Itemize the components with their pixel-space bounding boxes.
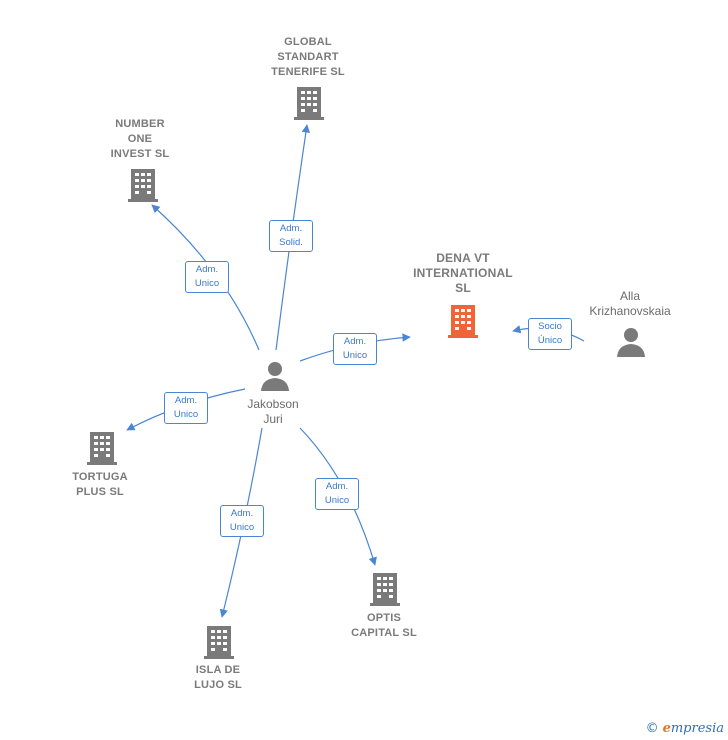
company-label-number-one[interactable]: NUMBER ONE INVEST SL	[110, 118, 170, 160]
building-icon-focus	[448, 305, 478, 338]
building-icon	[204, 626, 234, 659]
relation-label-adm-solid: Adm. Solid.	[269, 220, 313, 252]
person-icon	[617, 328, 645, 357]
person-label-jakobson[interactable]: Jakobson Juri	[247, 397, 299, 426]
company-label-optis[interactable]: OPTIS CAPITAL SL	[351, 612, 417, 639]
person-label-alla[interactable]: Alla Krizhanovskaia	[589, 289, 671, 318]
logo-initial: e	[662, 721, 671, 736]
empresia-logo[interactable]: ©empresia	[646, 721, 724, 736]
company-label-tortuga[interactable]: TORTUGA PLUS SL	[72, 471, 128, 498]
relation-label-adm-unico: Adm. Unico	[315, 478, 359, 510]
company-label-dena-vt[interactable]: DENA VT INTERNATIONAL SL	[413, 251, 513, 295]
logo-text: mpresia	[670, 721, 724, 736]
building-icon	[87, 432, 117, 465]
building-icon	[370, 573, 400, 606]
relation-label-adm-unico: Adm. Unico	[220, 505, 264, 537]
building-icon	[294, 87, 324, 120]
relation-label-adm-unico: Adm. Unico	[164, 392, 208, 424]
relation-label-adm-unico: Adm. Unico	[333, 333, 377, 365]
company-label-isla[interactable]: ISLA DE LUJO SL	[194, 664, 242, 691]
company-label-global-standart[interactable]: GLOBAL STANDART TENERIFE SL	[271, 36, 345, 78]
relation-label-socio-unico: Socio Único	[528, 318, 572, 350]
copyright-symbol: ©	[645, 721, 659, 736]
person-icon	[261, 362, 289, 391]
relation-label-adm-unico: Adm. Unico	[185, 261, 229, 293]
building-icon	[128, 169, 158, 202]
